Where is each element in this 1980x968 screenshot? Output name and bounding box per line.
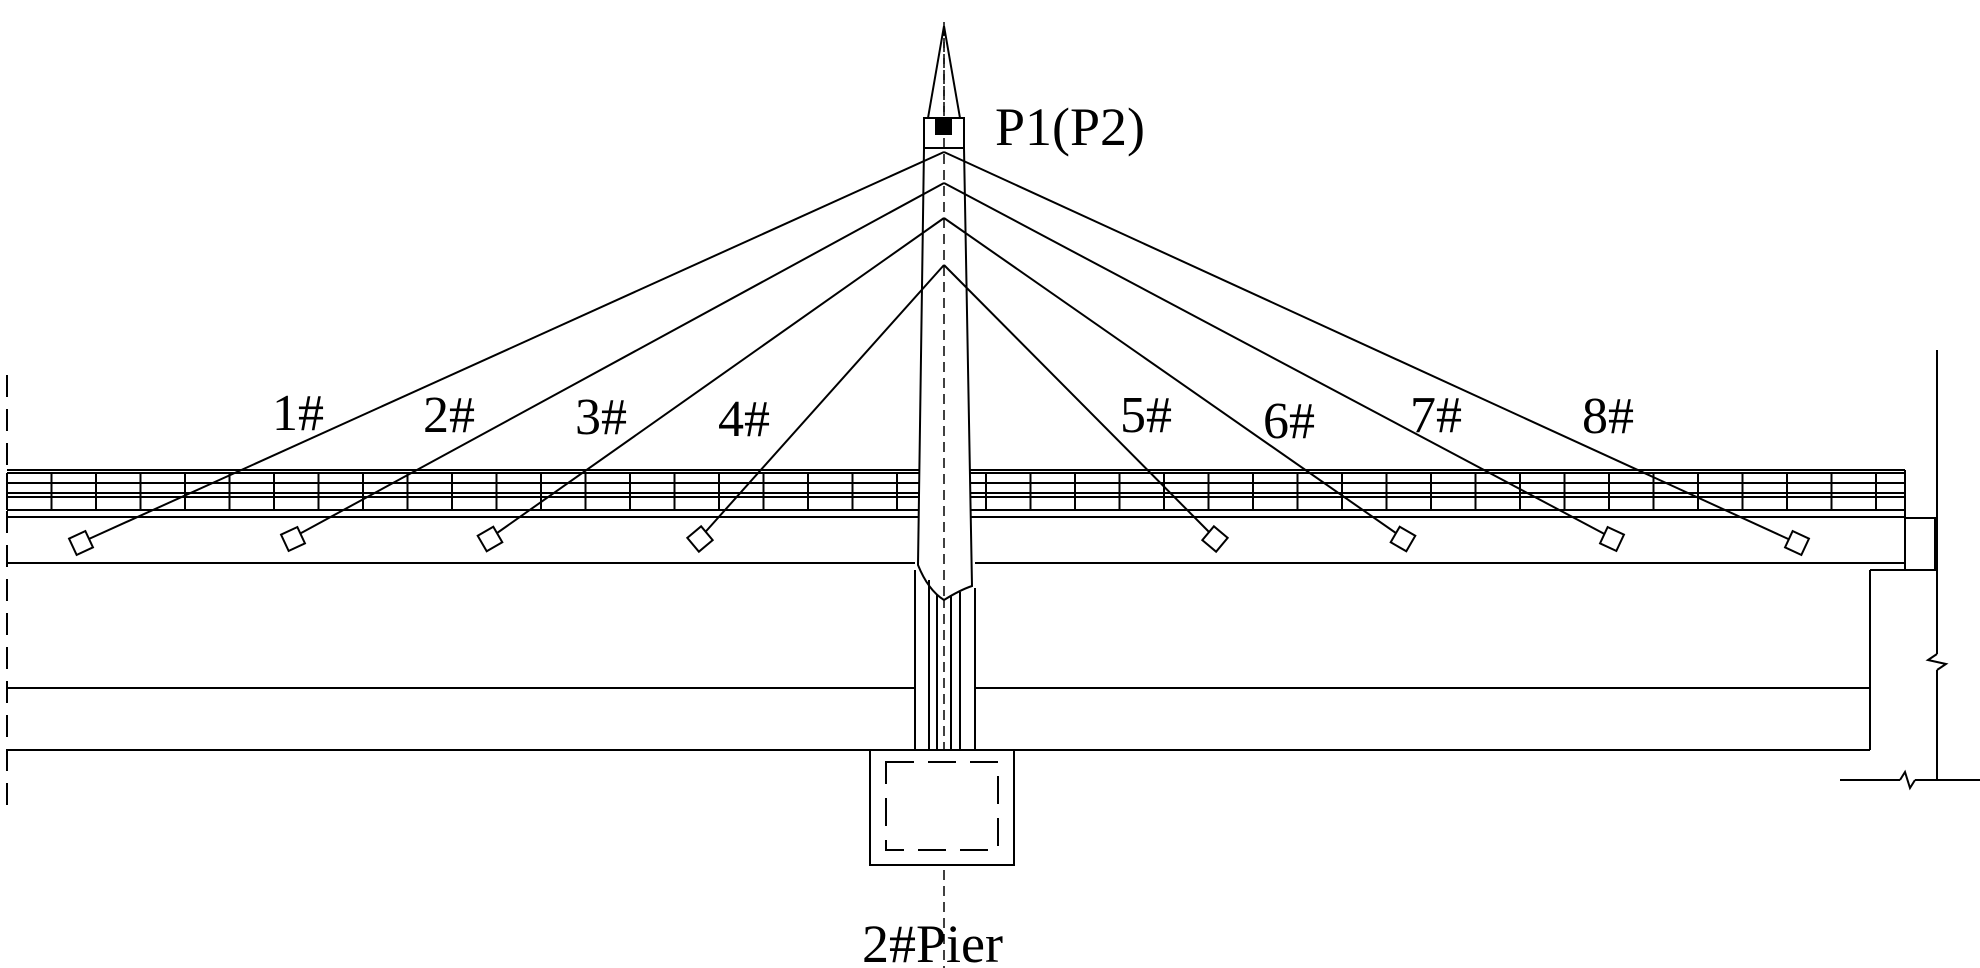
pier-columns — [914, 570, 976, 750]
stay-cable-6 — [943, 217, 1404, 539]
pile-cap — [869, 749, 1015, 866]
stay-cables — [79, 151, 1798, 544]
cable-label-1: 1# — [272, 385, 324, 442]
cable-anchor-5 — [1200, 524, 1230, 554]
measurement-point-marker — [935, 118, 952, 135]
stay-cable-3 — [489, 217, 945, 539]
cable-anchor-8 — [1783, 529, 1811, 557]
cable-anchor-6 — [1389, 525, 1417, 553]
cable-anchor-3 — [476, 525, 504, 553]
stay-cable-1 — [79, 151, 945, 544]
pylon — [916, 25, 974, 602]
point-label: P1(P2) — [995, 97, 1145, 157]
cable-anchor-2 — [279, 525, 307, 553]
cable-label-8: 8# — [1582, 388, 1634, 445]
cable-label-6: 6# — [1263, 393, 1315, 450]
cable-label-4: 4# — [718, 391, 770, 448]
stay-cable-4 — [699, 264, 945, 539]
cable-label-3: 3# — [575, 389, 627, 446]
pier-label: 2#Pier — [862, 914, 1003, 968]
cable-anchor-4 — [685, 524, 715, 554]
cable-label-7: 7# — [1410, 387, 1462, 444]
cable-label-5: 5# — [1120, 387, 1172, 444]
stay-cable-8 — [943, 151, 1798, 544]
cable-anchors — [67, 524, 1811, 557]
cable-anchor-1 — [67, 529, 95, 557]
stay-cable-2 — [291, 182, 945, 539]
right-abutment — [1840, 350, 1980, 791]
stay-cable-5 — [943, 264, 1216, 539]
cable-anchor-7 — [1598, 525, 1626, 553]
stay-cable-7 — [943, 182, 1613, 539]
cable-label-2: 2# — [423, 387, 475, 444]
